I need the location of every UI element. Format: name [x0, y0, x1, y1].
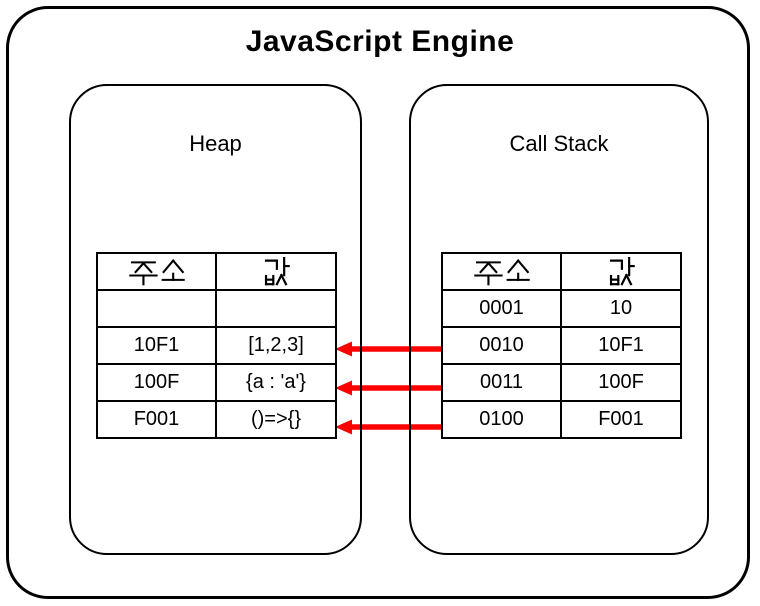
table-cell: [1,2,3]	[215, 326, 337, 365]
table-row: 0010 10F1	[441, 326, 682, 365]
heap-box	[69, 84, 362, 555]
engine-boundary-box	[6, 6, 750, 599]
table-cell	[215, 289, 337, 328]
table-row: 0011 100F	[441, 363, 682, 402]
hangul-value-glyph-icon	[264, 257, 290, 286]
table-row	[96, 289, 337, 328]
reference-arrow	[335, 419, 441, 435]
table-cell: 0010	[441, 326, 562, 365]
table-cell: 0011	[441, 363, 562, 402]
table-cell: 0001	[441, 289, 562, 328]
reference-arrow	[335, 341, 441, 357]
table-cell	[96, 289, 217, 328]
table-header-row	[441, 252, 682, 291]
table-cell: 100F	[560, 363, 682, 402]
call-stack-table: 0001 10 0010 10F1 0011 100F 0100 F001	[441, 252, 682, 439]
table-cell: F001	[560, 400, 682, 439]
table-header-value	[215, 252, 337, 291]
table-cell: {a : 'a'}	[215, 363, 337, 402]
table-row: 0001 10	[441, 289, 682, 328]
table-cell: 0100	[441, 400, 562, 439]
table-header-address	[441, 252, 562, 291]
table-cell: 10F1	[560, 326, 682, 365]
table-cell: 10F1	[96, 326, 217, 365]
call-stack-box	[409, 84, 709, 555]
table-row: F001 ()=>{}	[96, 400, 337, 439]
hangul-address-glyph-icon	[128, 259, 185, 285]
table-cell: 100F	[96, 363, 217, 402]
hangul-address-glyph-icon	[473, 259, 530, 285]
heap-label: Heap	[189, 131, 242, 156]
table-cell: ()=>{}	[215, 400, 337, 439]
call-stack-label: Call Stack	[509, 131, 609, 156]
table-row: 100F {a : 'a'}	[96, 363, 337, 402]
table-header-row	[96, 252, 337, 291]
diagram-title: JavaScript Engine	[245, 25, 515, 58]
table-cell: 10	[560, 289, 682, 328]
reference-arrow	[335, 380, 441, 396]
table-row: 10F1 [1,2,3]	[96, 326, 337, 365]
heap-table: 10F1 [1,2,3] 100F {a : 'a'} F001 ()=>{}	[96, 252, 337, 439]
table-header-value	[560, 252, 682, 291]
hangul-value-glyph-icon	[609, 257, 635, 286]
table-header-address	[96, 252, 217, 291]
table-row: 0100 F001	[441, 400, 682, 439]
table-cell: F001	[96, 400, 217, 439]
